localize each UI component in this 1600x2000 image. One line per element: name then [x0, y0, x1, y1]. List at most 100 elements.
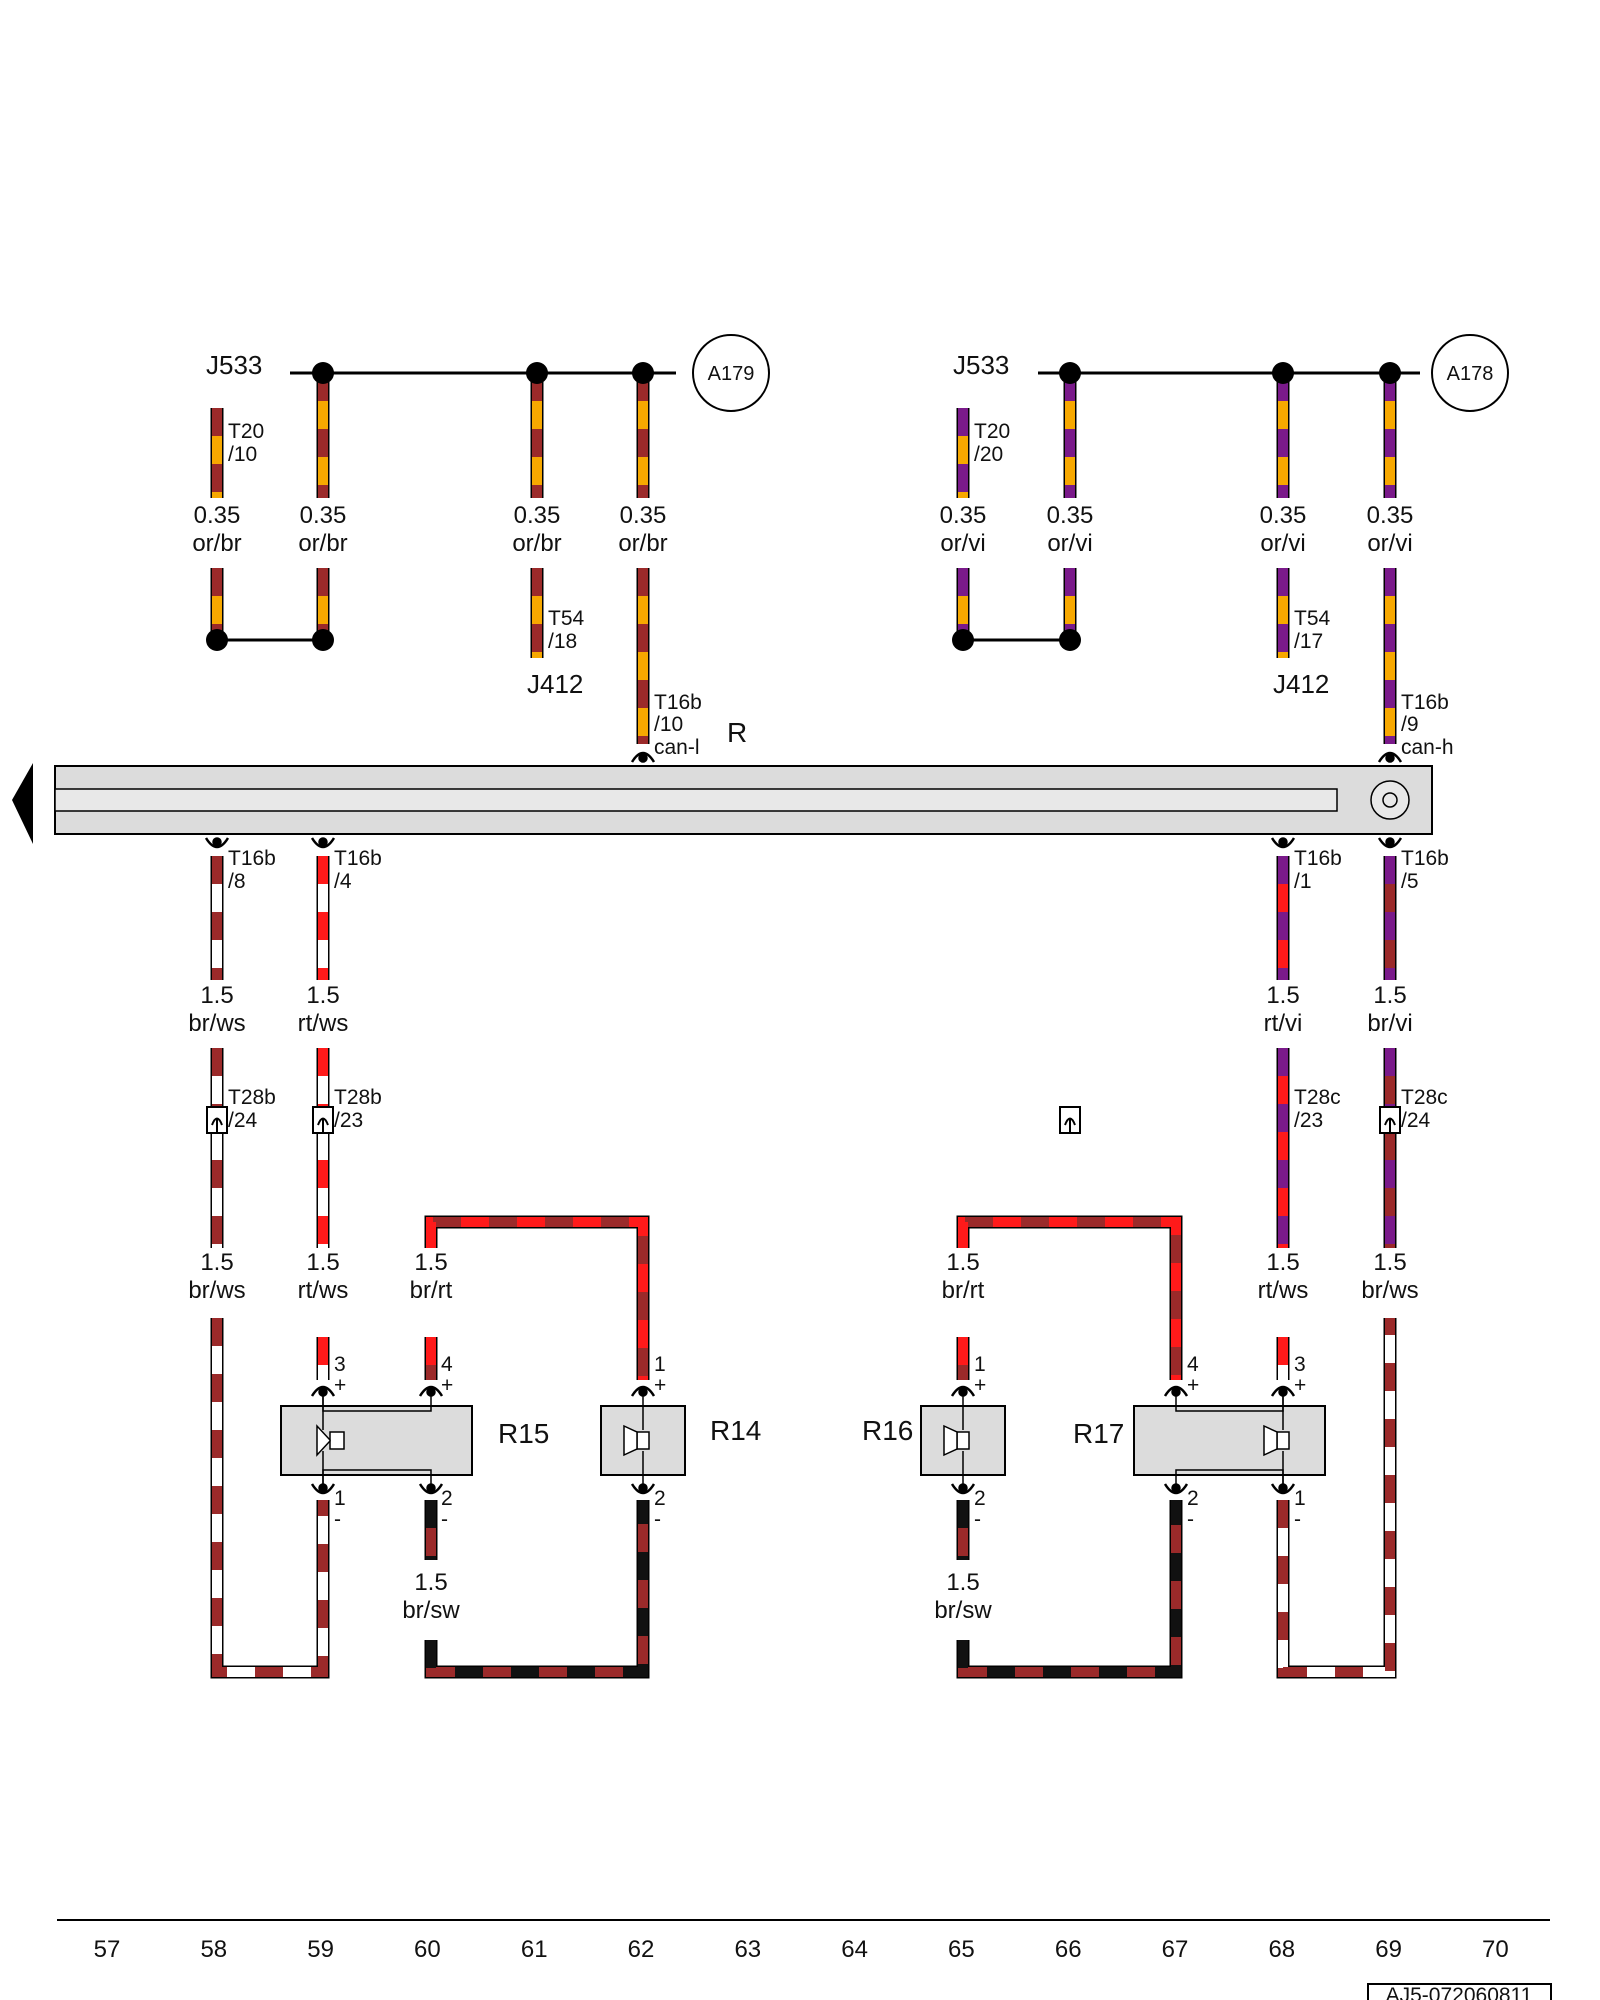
connector-pin-icon [638, 753, 648, 763]
connector-arc-icon [630, 751, 656, 763]
wire-br-ws-stripe [212, 1318, 328, 1677]
wire-br-sw-base [426, 1500, 648, 1677]
wire-size-label: 1.5 [414, 1249, 447, 1276]
scale-number: 64 [841, 1936, 868, 1963]
wire-br-rt-outline [956, 1215, 1183, 1380]
connector-pin-icon [1278, 1387, 1288, 1397]
speaker-r15-box [280, 1405, 473, 1476]
pin-number: 2 [441, 1487, 453, 1510]
connector-pin-icon [638, 1387, 648, 1397]
connector-labels: T20 /10 T20 /20 T54 /18 T54 /17 T16b /10… [228, 420, 1454, 1132]
wire-size-label: 0.35 [194, 502, 241, 529]
speaker-icon [956, 1431, 970, 1450]
pin-polarity: - [654, 1508, 661, 1531]
plug-pin-icon [317, 1117, 329, 1133]
radio-unit-r [12, 763, 1433, 844]
wire-br-sw [424, 1500, 650, 1679]
connector-arc-icon [1163, 1483, 1189, 1495]
pin-polarity: + [654, 1374, 666, 1397]
speaker-cone-icon [943, 1424, 958, 1457]
scale-number: 62 [628, 1936, 655, 1963]
connector-arc-icon [310, 837, 336, 849]
wire-br-sw-stripe [958, 1500, 1181, 1677]
pin-number: 1 [334, 1487, 346, 1510]
junction-dot [312, 629, 334, 651]
junction-dot [206, 629, 228, 651]
connector-arc-icon [1377, 751, 1403, 763]
scale-number: 61 [521, 1936, 548, 1963]
connector-arc-icon [418, 1385, 444, 1397]
wire-color-label: br/rt [942, 1277, 985, 1304]
pin-polarity: - [1294, 1508, 1301, 1531]
wire-size-label: 0.35 [940, 502, 987, 529]
connector-arc-icon [418, 1483, 444, 1495]
connector-label: /10 [654, 713, 683, 736]
connector-pin-icon [1171, 1387, 1181, 1397]
component-j412-left: J412 [527, 669, 583, 699]
wire-br-rt-stripe [426, 1217, 648, 1380]
plug-symbols [206, 1106, 1401, 1134]
connector-symbols [204, 751, 1403, 1495]
scale-number: 58 [200, 1936, 227, 1963]
connector-label: can-h [1401, 736, 1454, 759]
wires-layer [210, 373, 1397, 1679]
pin-polarity: - [334, 1508, 341, 1531]
connector-pin-icon [1385, 837, 1395, 847]
connector-label: T20 [228, 420, 264, 443]
connector-label: T16b [1401, 847, 1449, 870]
speaker-cone-icon [316, 1424, 331, 1457]
component-r16-label: R16 [862, 1415, 913, 1446]
wire-size-label: 1.5 [414, 1569, 447, 1596]
connector-label: can-l [654, 736, 700, 759]
connector-label: /4 [334, 870, 352, 893]
speaker-r16 [920, 1390, 1006, 1490]
pin-polarity: + [1187, 1374, 1199, 1397]
connector-label: T16b [1401, 691, 1449, 714]
connector-pin-icon [318, 837, 328, 847]
connector-pin-icon [1278, 1483, 1288, 1493]
wire-color-label: br/ws [1361, 1277, 1418, 1304]
pin-polarity: - [441, 1508, 448, 1531]
component-j533-right: J533 [953, 350, 1009, 380]
ref-circle-a178 [1431, 334, 1509, 412]
junction-dots [206, 362, 1401, 651]
wire-br-sw-outline [956, 1500, 1183, 1679]
scale-number: 57 [94, 1936, 121, 1963]
speaker-icon [636, 1431, 650, 1450]
wire-color-label: or/vi [1367, 530, 1412, 557]
connector-label: T28c [1401, 1086, 1448, 1109]
connector-label: /17 [1294, 630, 1323, 653]
connector-arc-icon [1270, 1385, 1296, 1397]
wire-color-label: rt/ws [298, 1010, 349, 1037]
connector-label: /24 [1401, 1109, 1431, 1132]
wire-color-label: br/vi [1367, 1010, 1412, 1037]
scale-number: 63 [734, 1936, 761, 1963]
wire-size-label: 1.5 [200, 1249, 233, 1276]
scale-number: 68 [1268, 1936, 1295, 1963]
wire-size-label: 1.5 [946, 1569, 979, 1596]
speaker-r17-box [1133, 1405, 1326, 1476]
component-r15-label: R15 [498, 1418, 549, 1449]
wire-br-rt-base [958, 1217, 1181, 1380]
pin-polarity: + [334, 1374, 346, 1397]
scale-number: 66 [1055, 1936, 1082, 1963]
connector-label: T28c [1294, 1086, 1341, 1109]
pin-polarity: + [974, 1374, 986, 1397]
wire-br-sw-base [958, 1500, 1181, 1677]
wire-color-label: or/br [618, 530, 667, 557]
connector-label: T16b [654, 691, 702, 714]
wire-size-label: 0.35 [300, 502, 347, 529]
wire-size-label: 0.35 [1367, 502, 1414, 529]
connector-arc-icon [630, 1483, 656, 1495]
connector-arc-icon [950, 1385, 976, 1397]
connector-pin-icon [426, 1387, 436, 1397]
connector-pin-icon [318, 1387, 328, 1397]
wire-br-sw-stripe [426, 1500, 648, 1677]
wire-color-label: or/vi [1260, 530, 1305, 557]
component-j412-right: J412 [1273, 669, 1329, 699]
arrow-left-icon [12, 763, 33, 844]
pin-polarity: + [1294, 1374, 1306, 1397]
wire-color-label: or/br [192, 530, 241, 557]
junction-dot [1059, 629, 1081, 651]
